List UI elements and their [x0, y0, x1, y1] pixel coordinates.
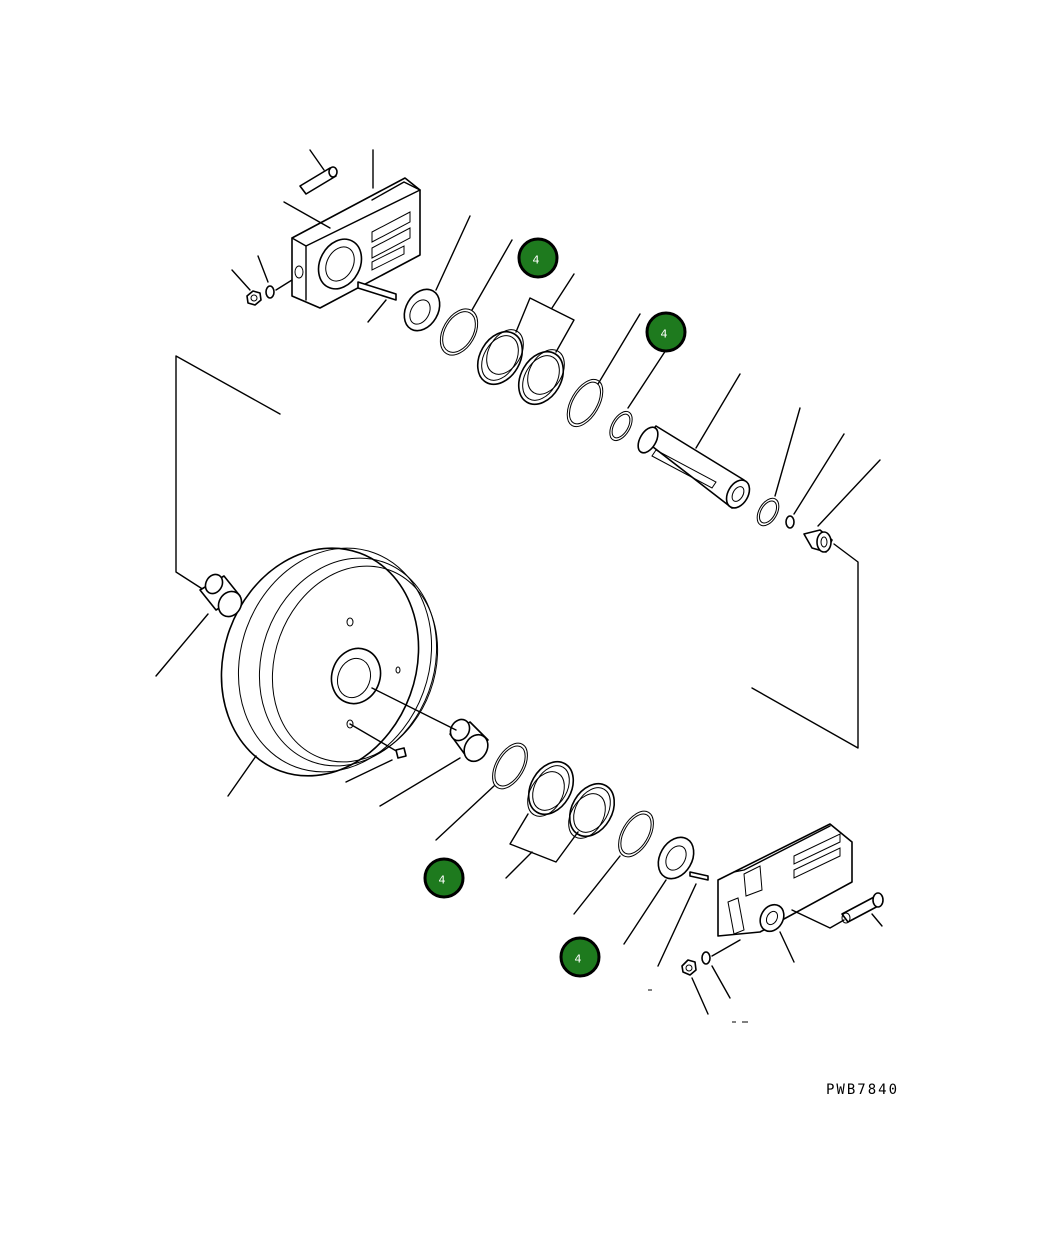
upper-nut[interactable] — [231, 269, 262, 306]
small-o-ring[interactable] — [605, 349, 667, 444]
lower-nut[interactable] — [681, 959, 709, 1015]
upper-o-ring-2[interactable] — [560, 313, 641, 433]
drawing-code: PWB7840 — [826, 1082, 900, 1098]
lower-washer[interactable] — [701, 939, 741, 999]
lower-collar[interactable] — [623, 831, 701, 945]
callout-label: 4 — [533, 254, 540, 267]
upper-floating-seal-2[interactable] — [510, 343, 573, 412]
lower-floating-seal-1[interactable] — [520, 754, 583, 823]
lower-o-ring-1[interactable] — [435, 737, 535, 841]
lower-pin[interactable] — [657, 871, 709, 967]
lower-bolt[interactable] — [791, 892, 884, 929]
callout-badge-4[interactable]: 4 — [423, 857, 465, 899]
bushing-right[interactable] — [371, 687, 493, 807]
upper-pin[interactable] — [357, 281, 397, 323]
snap-ring[interactable] — [753, 407, 801, 529]
upper-o-ring-1[interactable] — [433, 239, 513, 362]
upper-bracket[interactable] — [291, 177, 421, 309]
callout-label: 4 — [575, 953, 582, 966]
idler-wheel[interactable] — [190, 520, 465, 804]
callout-badge-4[interactable]: 4 — [517, 237, 559, 279]
lower-o-ring-2[interactable] — [573, 805, 661, 915]
callout-badge-4[interactable]: 4 — [645, 311, 687, 353]
callout-badge-4[interactable]: 4 — [559, 936, 601, 978]
callout-label: 4 — [439, 874, 446, 887]
plug-bolt[interactable] — [803, 459, 881, 553]
upper-bolt[interactable] — [299, 149, 338, 195]
small-plug[interactable] — [785, 433, 845, 529]
callout-label: 4 — [661, 328, 668, 341]
wheel-set-screw[interactable] — [345, 723, 407, 783]
lower-bracket[interactable] — [717, 823, 853, 963]
upper-washer[interactable] — [257, 255, 293, 299]
idler-shaft[interactable] — [634, 373, 754, 512]
upper-floating-seal-1[interactable] — [469, 323, 532, 392]
upper-collar[interactable] — [397, 215, 471, 337]
bushing-left[interactable] — [155, 571, 246, 677]
